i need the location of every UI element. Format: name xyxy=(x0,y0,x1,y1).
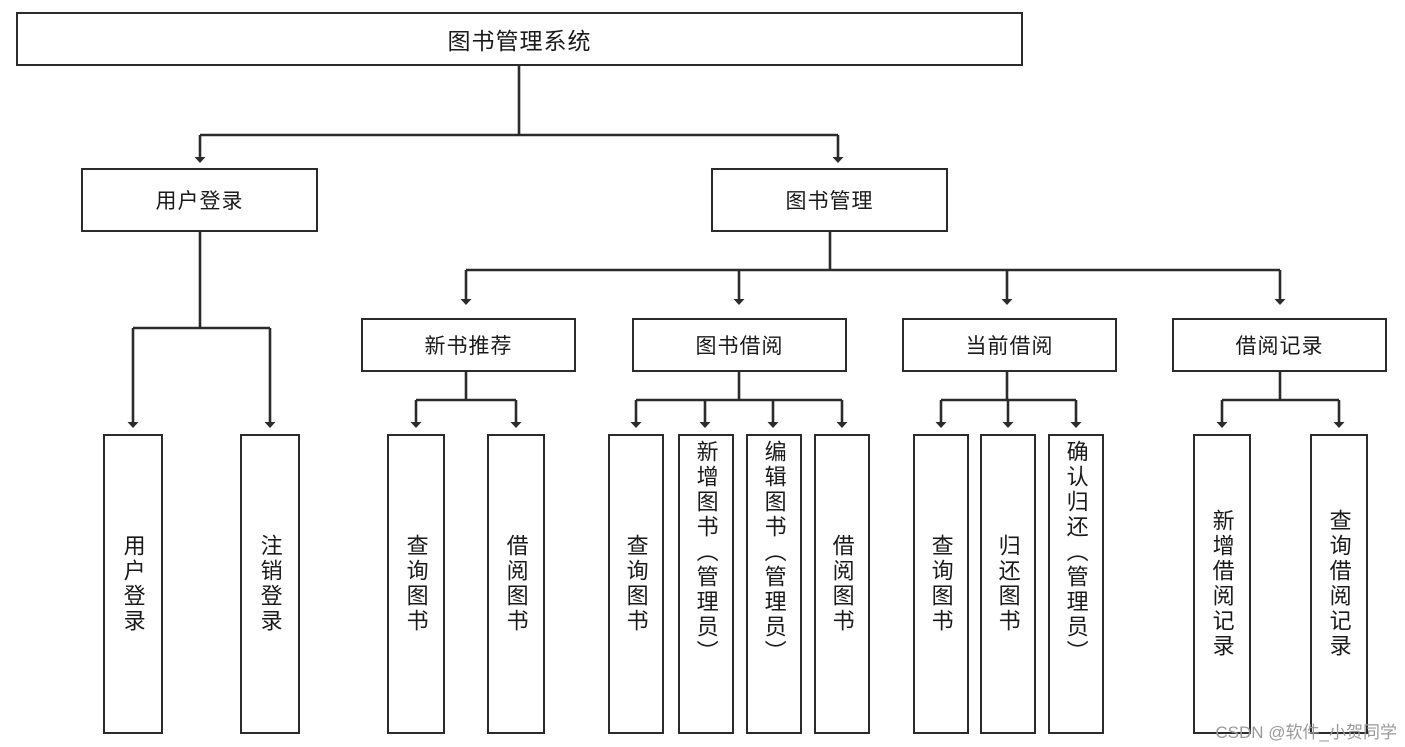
node-label: 新增借阅记录 xyxy=(1209,509,1235,659)
node-user-login[interactable]: 用户登录 xyxy=(81,168,318,232)
node-leaf-bw-borrow-book[interactable]: 借阅图书 xyxy=(814,434,870,734)
node-leaf-user-login[interactable]: 用户登录 xyxy=(103,434,163,734)
node-label: 查询图书 xyxy=(403,534,429,634)
node-label: 图书管理系统 xyxy=(447,28,592,54)
node-module-borrow-records[interactable]: 借阅记录 xyxy=(1172,318,1387,372)
node-root-system[interactable]: 图书管理系统 xyxy=(16,12,1023,66)
node-label: 注销登录 xyxy=(257,534,283,634)
node-leaf-cu-confirm-return[interactable]: 确认归还（管理员） xyxy=(1048,434,1104,734)
node-label: 确认归还（管理员） xyxy=(1063,440,1089,665)
node-leaf-rc-query-record[interactable]: 查询借阅记录 xyxy=(1310,434,1368,734)
node-label: 新书推荐 xyxy=(424,335,513,358)
node-label: 新增图书（管理员） xyxy=(693,440,719,665)
node-label: 借阅图书 xyxy=(829,534,855,634)
node-module-book-borrow[interactable]: 图书借阅 xyxy=(632,318,847,372)
node-label: 查询图书 xyxy=(928,534,954,634)
node-label: 归还图书 xyxy=(995,534,1021,634)
node-label: 编辑图书（管理员） xyxy=(761,440,787,665)
node-label: 查询借阅记录 xyxy=(1326,509,1352,659)
node-leaf-nb-borrow-book[interactable]: 借阅图书 xyxy=(487,434,545,734)
node-leaf-logout[interactable]: 注销登录 xyxy=(240,434,300,734)
node-book-management[interactable]: 图书管理 xyxy=(711,168,948,232)
node-label: 当前借阅 xyxy=(965,335,1054,358)
node-leaf-cu-query-book[interactable]: 查询图书 xyxy=(913,434,969,734)
node-leaf-bw-edit-book[interactable]: 编辑图书（管理员） xyxy=(746,434,802,734)
node-label: 借阅图书 xyxy=(503,534,529,634)
node-label: 用户登录 xyxy=(155,190,244,213)
node-module-new-book-recommend[interactable]: 新书推荐 xyxy=(361,318,576,372)
csdn-watermark: CSDN @软件_小贺同学 xyxy=(1215,723,1397,742)
node-leaf-bw-query-book[interactable]: 查询图书 xyxy=(608,434,664,734)
node-label: 图书借阅 xyxy=(695,335,784,358)
node-label: 图书管理 xyxy=(785,190,874,213)
node-label: 用户登录 xyxy=(120,534,146,634)
node-leaf-bw-add-book[interactable]: 新增图书（管理员） xyxy=(678,434,734,734)
node-label: 查询图书 xyxy=(623,534,649,634)
node-leaf-cu-return-book[interactable]: 归还图书 xyxy=(980,434,1036,734)
node-leaf-nb-query-book[interactable]: 查询图书 xyxy=(387,434,445,734)
node-leaf-rc-add-record[interactable]: 新增借阅记录 xyxy=(1193,434,1251,734)
node-label: 借阅记录 xyxy=(1235,335,1324,358)
node-module-current-borrow[interactable]: 当前借阅 xyxy=(902,318,1117,372)
